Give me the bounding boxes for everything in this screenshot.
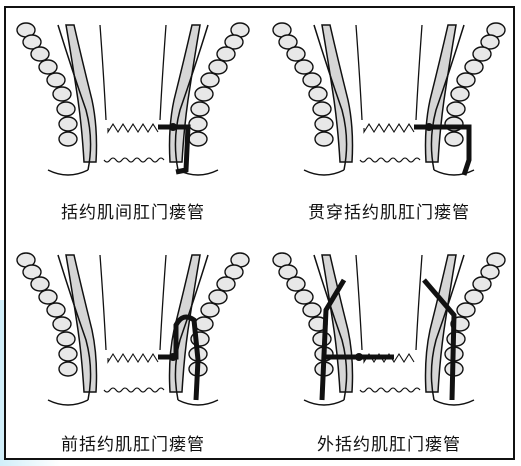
anatomy-group xyxy=(273,253,505,405)
levator-ani-segment xyxy=(209,290,227,304)
caption-intersphincteric: 括约肌间肛门瘘管 xyxy=(8,198,258,223)
levator-ani-segment xyxy=(195,87,213,101)
levator-ani-segment xyxy=(309,87,327,101)
levator-ani-segment xyxy=(53,87,71,101)
levator-ani-segment xyxy=(457,73,475,87)
levator-ani-segment xyxy=(59,362,77,376)
levator-ani-segment xyxy=(465,290,483,304)
levator-ani-segment xyxy=(57,102,75,116)
levator-ani-segment xyxy=(303,73,321,87)
levator-ani-segment xyxy=(201,73,219,87)
dentate-line xyxy=(364,124,414,132)
levator-ani-segment xyxy=(195,317,213,331)
anal-verge xyxy=(104,158,164,162)
caption-transsphincteric: 贯穿括约肌肛门瘘管 xyxy=(264,198,514,223)
mucosa-left xyxy=(100,255,106,350)
perianal-skin xyxy=(48,400,218,405)
perianal-skin xyxy=(48,170,218,175)
levator-ani-segment xyxy=(295,290,313,304)
levator-ani-segment xyxy=(209,60,227,74)
levator-ani-segment xyxy=(315,117,333,131)
mucosa-right xyxy=(416,25,422,120)
levator-ani-segment xyxy=(451,87,469,101)
levator-ani-segment xyxy=(287,47,305,61)
levator-ani-segment xyxy=(47,73,65,87)
mucosa-left xyxy=(100,25,106,120)
levator-ani-segment xyxy=(217,277,235,291)
mucosa-right xyxy=(160,25,166,120)
perianal-skin xyxy=(304,400,474,405)
levator-ani-segment xyxy=(465,60,483,74)
anal-verge xyxy=(104,388,164,392)
levator-ani-segment xyxy=(47,303,65,317)
levator-ani-segment xyxy=(201,303,219,317)
levator-ani-segment xyxy=(59,132,77,146)
mucosa-right xyxy=(160,255,166,350)
levator-ani-segment xyxy=(287,277,305,291)
levator-ani-segment xyxy=(39,290,57,304)
anal-verge xyxy=(360,158,420,162)
caption-extrasphincteric: 外括约肌肛门瘘管 xyxy=(264,430,514,455)
levator-ani-segment xyxy=(59,347,77,361)
panel-intersphincteric: 括约肌间肛门瘘管 xyxy=(8,10,258,235)
mucosa-left xyxy=(356,25,362,120)
anatomy-group xyxy=(17,23,249,175)
fistula-tract xyxy=(414,123,469,175)
figure-frame: 括约肌间肛门瘘管 贯穿括约肌肛门瘘管 前括约肌肛门瘘管 xyxy=(4,6,515,460)
anal-verge xyxy=(360,388,420,392)
levator-ani-segment xyxy=(191,102,209,116)
levator-ani-segment xyxy=(217,47,235,61)
panel-transsphincteric: 贯穿括约肌肛门瘘管 xyxy=(264,10,514,235)
levator-ani-segment xyxy=(473,47,491,61)
dentate-line xyxy=(108,124,158,132)
levator-ani-segment xyxy=(457,303,475,317)
levator-ani-segment xyxy=(31,47,49,61)
levator-ani-segment xyxy=(295,60,313,74)
anatomy-group xyxy=(17,253,249,405)
caption-suprasphincteric: 前括约肌肛门瘘管 xyxy=(8,430,258,455)
levator-ani-segment xyxy=(31,277,49,291)
levator-ani-segment xyxy=(57,332,75,346)
levator-ani-segment xyxy=(447,102,465,116)
perianal-skin xyxy=(304,170,474,175)
levator-ani-segment xyxy=(189,117,207,131)
panel-suprasphincteric: 前括约肌肛门瘘管 xyxy=(8,240,258,465)
levator-ani-segment xyxy=(303,303,321,317)
dentate-line xyxy=(108,354,158,362)
mucosa-right xyxy=(416,255,422,350)
mucosa-left xyxy=(356,255,362,350)
panel-extrasphincteric: 外括约肌肛门瘘管 xyxy=(264,240,514,465)
levator-ani-segment xyxy=(39,60,57,74)
levator-ani-segment xyxy=(315,132,333,146)
levator-ani-segment xyxy=(189,132,207,146)
levator-ani-segment xyxy=(473,277,491,291)
levator-ani-segment xyxy=(313,102,331,116)
levator-ani-segment xyxy=(53,317,71,331)
levator-ani-segment xyxy=(59,117,77,131)
levator-ani-segment xyxy=(445,132,463,146)
